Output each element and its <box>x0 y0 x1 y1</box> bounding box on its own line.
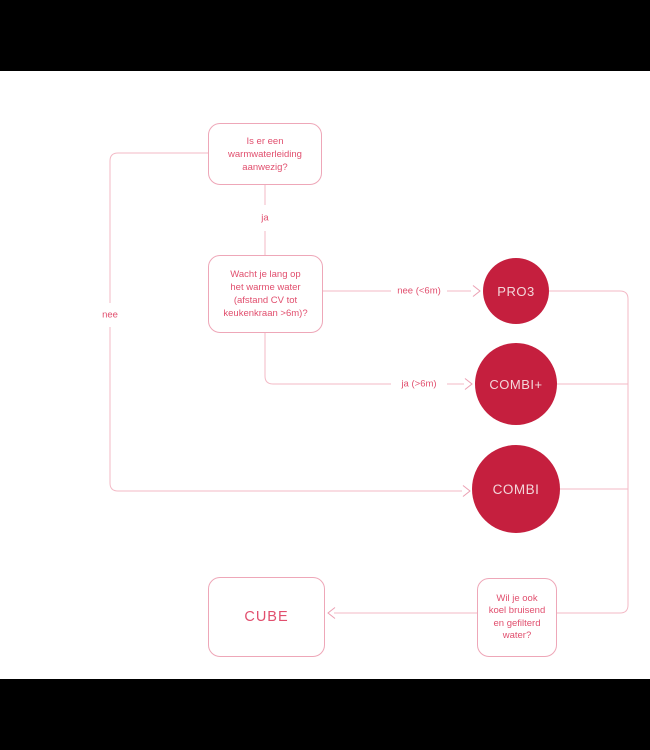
result-label: COMBI+ <box>489 376 543 392</box>
edge-label-ja: ja <box>261 212 269 224</box>
result-box-cube: CUBE <box>208 577 325 657</box>
question-line: Wil je ook <box>496 592 538 604</box>
edge-nee-upper <box>109 152 208 303</box>
letterbox-top <box>0 0 650 71</box>
result-circle-pro3: PRO3 <box>483 258 549 324</box>
question-box-coolwater: Wil je ook koel bruisend en gefilterd wa… <box>477 578 557 657</box>
result-circle-combiplus: COMBI+ <box>475 343 557 425</box>
edge-ja6m-left <box>264 333 391 385</box>
edge-nee-lower <box>109 327 462 492</box>
result-label: CUBE <box>244 608 289 625</box>
arrowhead-icon <box>462 485 471 497</box>
arrowhead-icon <box>327 607 336 619</box>
letterbox-bottom <box>0 679 650 750</box>
edge-collector <box>334 290 629 614</box>
result-circle-combi: COMBI <box>472 445 560 533</box>
edge-label-nee: nee <box>102 309 118 321</box>
question-line: warmwaterleiding <box>228 148 302 160</box>
result-label: PRO3 <box>497 283 535 299</box>
result-label: COMBI <box>492 481 540 497</box>
question-line: (afstand CV tot <box>233 295 298 306</box>
edge-label-nee-6m: nee (<6m) <box>397 285 441 297</box>
arrowhead-icon <box>464 378 473 390</box>
question-line: Is er een <box>246 135 284 147</box>
question-box-warmwater: Is er een warmwaterleiding aanwezig? <box>208 123 322 185</box>
question-line: en gefilterd <box>493 617 541 629</box>
question-line: aanwezig? <box>242 161 288 173</box>
question-box-wait: Wacht je lang op het warme water (afstan… <box>208 255 323 333</box>
edge-label-ja-6m: ja (>6m) <box>401 378 437 390</box>
question-line: Wacht je lang op <box>230 269 301 280</box>
question-line: het warme water <box>230 282 301 293</box>
arrowhead-icon <box>472 285 481 297</box>
question-line: water? <box>502 630 532 641</box>
question-line: keukenkraan >6m)? <box>223 308 308 319</box>
question-line: koel bruisend <box>488 605 546 616</box>
